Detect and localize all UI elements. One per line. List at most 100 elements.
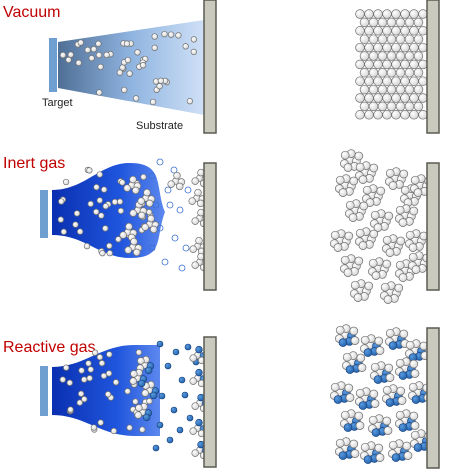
film-atom — [400, 9, 410, 19]
film-cluster — [395, 205, 405, 215]
film-atom — [359, 17, 370, 28]
film-atom — [373, 42, 383, 53]
film-cluster — [340, 410, 350, 420]
film-cluster — [385, 373, 395, 382]
film-atom — [395, 68, 406, 78]
vacuum-atom — [97, 63, 104, 71]
gas-molecule — [184, 186, 192, 194]
film-atom — [382, 59, 392, 70]
film-atom — [391, 93, 401, 103]
film-cluster — [338, 188, 348, 197]
film-cluster — [369, 163, 379, 173]
vacuum-atom — [151, 33, 158, 40]
film-cluster — [333, 243, 343, 252]
inert-cluster — [131, 186, 140, 195]
inert-cluster — [137, 197, 145, 205]
inert-cluster — [129, 209, 137, 217]
film-cluster — [355, 388, 365, 398]
film-cluster — [343, 163, 353, 172]
film-atom — [359, 84, 370, 95]
film-atom — [400, 76, 410, 86]
vacuum-atom — [88, 55, 95, 62]
vacuum-atom — [123, 40, 131, 47]
film-cluster — [398, 423, 408, 432]
film-atom — [404, 17, 415, 28]
film-cluster — [363, 348, 373, 357]
film-atom — [391, 26, 401, 36]
inert-atom — [72, 221, 79, 228]
film-atom — [368, 34, 379, 44]
reactive-cluster — [143, 413, 151, 422]
reactive-cluster — [189, 427, 197, 435]
reactive-gas-molecule — [170, 406, 178, 414]
film-atom — [418, 76, 428, 86]
film-cluster — [368, 415, 378, 425]
vacuum-atom — [157, 77, 165, 84]
film-cluster — [350, 280, 360, 290]
vacuum-atom — [95, 40, 102, 47]
film-atom — [418, 42, 428, 53]
film-cluster — [399, 169, 409, 179]
film-cluster — [354, 151, 364, 161]
film-cluster — [353, 293, 363, 302]
reactive-gas-molecule — [181, 391, 189, 399]
film-cluster — [358, 175, 368, 184]
inert-cluster — [167, 180, 175, 188]
film-atom — [409, 110, 419, 120]
film-atom — [404, 101, 415, 112]
film-atom — [382, 93, 392, 103]
film-cluster — [375, 346, 385, 355]
vacuum-atom — [75, 59, 82, 67]
substrate-inert-left — [203, 162, 217, 291]
film-atom — [391, 9, 401, 19]
gas-molecule — [166, 201, 174, 209]
inert-atom — [99, 250, 106, 257]
reactive-cluster — [189, 354, 197, 362]
film-cluster — [348, 213, 358, 222]
gas-molecule — [161, 258, 169, 266]
vacuum-atom — [126, 70, 133, 77]
inert-atom — [73, 210, 81, 217]
vacuum-atom — [65, 56, 72, 64]
inert-cluster — [119, 231, 127, 239]
vacuum-atom — [186, 98, 194, 105]
gas-molecule — [171, 234, 179, 242]
film-atom — [368, 101, 379, 112]
reactive-gas-title: Reactive gas — [3, 339, 96, 356]
film-cluster — [360, 442, 370, 452]
film-cluster — [369, 389, 379, 399]
film-cluster — [388, 181, 398, 190]
inert-cluster — [188, 197, 196, 205]
film-atom — [364, 26, 374, 36]
reactive-atom — [98, 360, 106, 367]
film-cluster — [335, 175, 345, 185]
film-cluster — [356, 353, 366, 363]
film-cluster — [385, 248, 395, 257]
film-cluster — [362, 185, 372, 195]
film-cluster — [340, 255, 350, 265]
film-atom — [404, 34, 415, 44]
gas-molecule — [182, 244, 190, 252]
film-cluster — [359, 201, 369, 211]
reactive-atom — [86, 375, 93, 382]
inert-cluster — [195, 236, 203, 245]
film-cluster — [395, 358, 405, 368]
film-atom — [382, 26, 392, 36]
film-atom — [373, 9, 383, 19]
reactive-atom — [90, 424, 98, 431]
reactive-atom — [66, 379, 73, 386]
film-cluster — [410, 430, 420, 440]
reactive-plume — [52, 345, 160, 436]
film-cluster — [368, 258, 378, 268]
film-cluster — [350, 336, 360, 345]
film-atom — [355, 59, 365, 70]
reactive-gas-molecule — [166, 436, 174, 444]
film-cluster — [340, 150, 350, 160]
film-atom — [359, 101, 370, 112]
reactive-atom — [112, 379, 120, 386]
film-atom — [368, 51, 379, 61]
film-atom — [355, 76, 365, 86]
vacuum-atom — [124, 56, 132, 64]
film-atom — [418, 9, 428, 19]
film-atom — [359, 51, 370, 61]
